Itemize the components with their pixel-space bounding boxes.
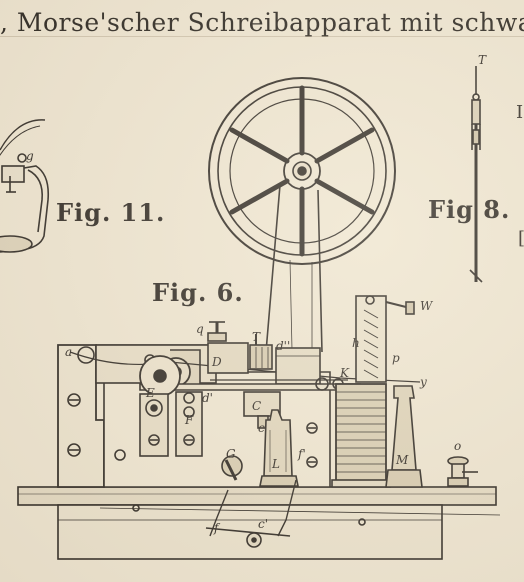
letter-f2: f' xyxy=(297,447,306,461)
letter-p: p xyxy=(392,351,400,365)
letter-c: c xyxy=(258,421,265,435)
letter-c2: c' xyxy=(258,517,268,531)
letter-a: a xyxy=(65,345,72,359)
letter-T: T xyxy=(252,330,261,344)
fig8-label: Fig 8. xyxy=(428,195,511,224)
svg-text:I: I xyxy=(516,102,523,123)
letter-labels: a q D T d'' d' C E F c K h W p y L M o G… xyxy=(26,53,487,535)
letter-d2: d'' xyxy=(276,339,290,353)
fig6-drawing xyxy=(17,77,501,560)
letter-d1: d' xyxy=(202,391,213,405)
letter-y: y xyxy=(419,375,427,389)
letter-D: D xyxy=(211,355,222,369)
svg-text:[: [ xyxy=(518,228,524,249)
letter-M: M xyxy=(395,453,409,467)
letter-h: h xyxy=(352,336,360,350)
plate-header: , Morse'scher Schreibapparat mit schwarz… xyxy=(0,8,524,48)
fig11-label: Fig. 11. xyxy=(56,198,166,227)
letter-q: q xyxy=(196,322,204,336)
letter-G: G xyxy=(226,447,236,461)
header-text: , Morse'scher Schreibapparat mit schwarz… xyxy=(0,8,524,37)
paper-fold xyxy=(0,36,524,37)
base xyxy=(17,486,497,560)
letter-L: L xyxy=(271,457,280,471)
letter-T-fig8: T xyxy=(478,53,487,67)
letter-F: F xyxy=(184,413,194,427)
letter-W: W xyxy=(420,299,434,313)
letter-C: C xyxy=(252,399,261,413)
letter-o: o xyxy=(454,439,461,453)
letter-f: f xyxy=(213,521,221,535)
fig11-drawing xyxy=(0,119,50,253)
letter-g: g xyxy=(26,149,34,163)
fig8-drawing xyxy=(469,66,483,283)
flywheel xyxy=(208,77,396,265)
letter-K: K xyxy=(339,366,350,380)
letter-E: E xyxy=(145,386,155,400)
fig6-label: Fig. 6. xyxy=(152,278,244,307)
